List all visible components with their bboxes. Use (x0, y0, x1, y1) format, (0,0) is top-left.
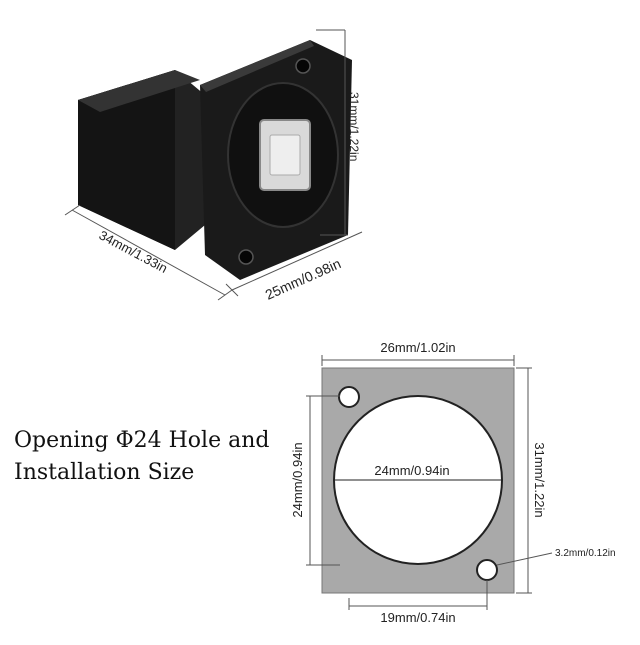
height-dimension (316, 29, 348, 236)
screw-hole-label: 3.2mm/0.12in (555, 548, 616, 559)
screw-hole-callout-line (496, 552, 553, 566)
heading-line-2: Installation Size (14, 460, 195, 485)
right-height-dimension (516, 367, 532, 594)
screw-hole-top-left (338, 386, 360, 408)
connector-rear-top (78, 70, 200, 112)
left-height-dimension (306, 395, 340, 566)
left-height-label: 24mm/0.94in (290, 442, 305, 517)
top-width-label: 26mm/1.02in (380, 340, 455, 355)
panel-cutout-drawing (321, 367, 515, 594)
bottom-spacing-dimension (348, 580, 488, 610)
bottom-spacing-label: 19mm/0.74in (380, 610, 455, 625)
flange-screw-hole-top (295, 58, 311, 74)
depth-dimension (64, 204, 233, 301)
connector-rear-side (78, 70, 175, 250)
usb-b-port-inner (269, 134, 301, 176)
top-width-dimension (321, 355, 515, 366)
connector-flange-edge (200, 40, 314, 92)
usb-b-connector-illustration (78, 40, 352, 280)
flange-screw-hole-bottom (238, 249, 254, 265)
width-dimension (225, 231, 363, 297)
screw-hole-bottom-right (476, 559, 498, 581)
center-diameter-label: 24mm/0.94in (374, 463, 449, 478)
height-label: 31mm/1.22in (347, 92, 361, 161)
heading-line-1: Opening Φ24 Hole and (14, 428, 270, 453)
right-height-label: 31mm/1.22in (532, 442, 547, 517)
